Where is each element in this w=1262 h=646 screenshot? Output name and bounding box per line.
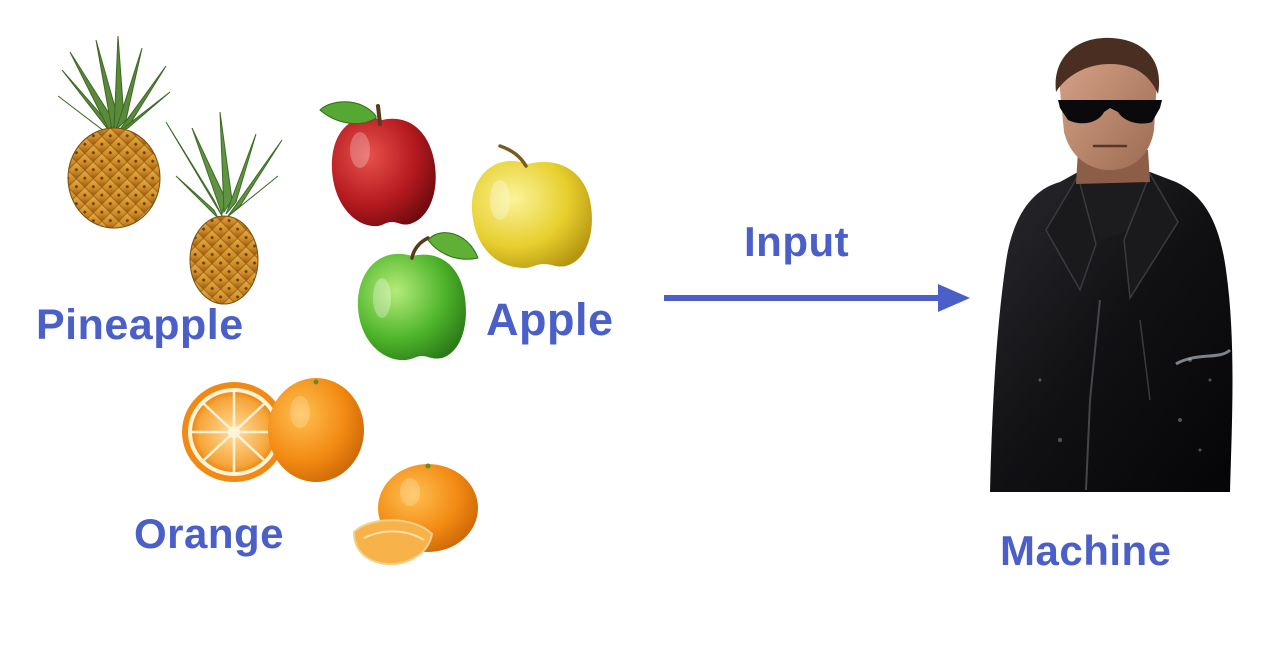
input-label: Input (744, 218, 850, 265)
machine-label: Machine (1000, 527, 1172, 574)
pineapple-label: Pineapple (36, 301, 244, 349)
yellow-apple-picture (471, 144, 592, 268)
orange-label: Orange (134, 510, 285, 557)
orange-whole-picture-1 (268, 378, 364, 482)
apple-label: Apple (486, 294, 614, 345)
input-arrow (664, 284, 970, 312)
machine-picture (990, 37, 1233, 492)
pineapple-picture-2 (165, 111, 283, 305)
orange-segment-picture (352, 519, 434, 566)
orange-half-picture (182, 382, 286, 482)
pineapple-picture-1 (57, 35, 171, 229)
green-apple-picture (357, 232, 479, 361)
red-apple-picture (319, 101, 436, 227)
